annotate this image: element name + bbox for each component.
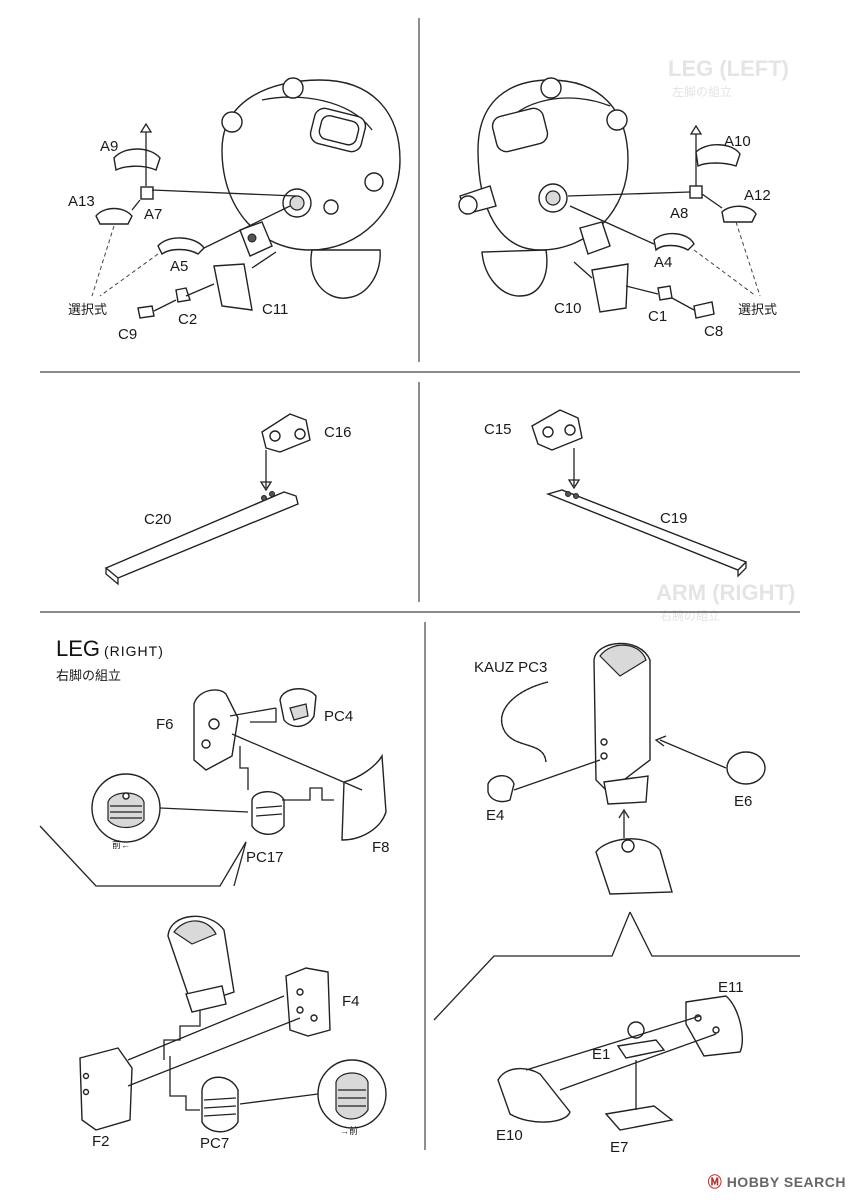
panel-grid: [40, 18, 800, 1150]
part-e6: [726, 751, 766, 785]
watermark: Ⓜ HOBBY SEARCH: [708, 1172, 846, 1192]
label-e10: E10: [496, 1127, 523, 1144]
part-f4: [285, 967, 331, 1037]
panel-head-left: A9 A13 A7 A5 C11 C2 C9 選択式: [68, 77, 401, 343]
part-c1: [657, 285, 673, 301]
label-e6: E6: [734, 793, 752, 810]
ghost-leg-left-sub: 左脚の組立: [672, 84, 732, 99]
part-f6: [193, 689, 239, 771]
label-pc4: PC4: [324, 708, 353, 725]
ghost-arm-right: ARM (RIGHT): [656, 580, 795, 605]
label-f4: F4: [342, 993, 360, 1010]
label-a8: A8: [670, 205, 688, 222]
part-pc7: [201, 1076, 239, 1133]
label-a10: A10: [724, 133, 751, 150]
label-pc17: PC17: [246, 849, 284, 866]
panel-arm-assembly: KAUZ PC3 E4 E6 E11 E1 E10 E7: [433, 642, 800, 1156]
label-c1: C1: [648, 308, 667, 325]
part-e7: [604, 1105, 674, 1131]
ghost-arm-right-sub: 右腕の組立: [660, 608, 720, 623]
label-c10: C10: [554, 300, 582, 317]
part-c16: [261, 413, 311, 453]
label-c9: C9: [118, 326, 137, 343]
label-e4: E4: [486, 807, 504, 824]
label-a13: A13: [68, 193, 95, 210]
part-c11: [213, 263, 253, 311]
label-a9: A9: [100, 138, 118, 155]
part-a7: [140, 186, 154, 200]
label-front-right: →前: [340, 1125, 358, 1136]
part-a12: [721, 205, 757, 223]
label-c8: C8: [704, 323, 723, 340]
part-e1: [616, 1039, 666, 1059]
section-subtitle: 右脚の組立: [56, 668, 121, 684]
label-c16: C16: [324, 424, 352, 441]
panel-stand-right: C15 C19: [484, 409, 748, 578]
label-c11: C11: [262, 301, 288, 318]
label-f2: F2: [92, 1133, 110, 1150]
label-c15: C15: [484, 421, 512, 438]
label-optional-left: 選択式: [68, 303, 107, 318]
label-f6: F6: [156, 716, 174, 733]
part-e11: [685, 995, 743, 1057]
label-optional-right: 選択式: [738, 303, 777, 318]
label-c2: C2: [178, 311, 197, 328]
part-a10: [695, 144, 741, 168]
watermark-logo-icon: Ⓜ: [707, 1174, 723, 1190]
label-a12: A12: [744, 187, 771, 204]
label-a7: A7: [144, 206, 162, 223]
label-pc7: PC7: [200, 1135, 229, 1152]
part-e10: [497, 1067, 571, 1123]
label-c19: C19: [660, 510, 688, 527]
label-a4: A4: [654, 254, 672, 271]
section-title-sub: (RIGHT): [104, 643, 164, 659]
part-c19: [545, 489, 748, 571]
part-c2: [175, 287, 191, 303]
label-front-left: 前←: [112, 839, 130, 850]
label-c20: C20: [144, 511, 172, 528]
label-e7: E7: [610, 1139, 628, 1156]
panel-leg-right: LEG (RIGHT) 右脚の組立 前←: [39, 636, 390, 1152]
ghost-leg-left: LEG (LEFT): [668, 56, 789, 81]
part-a8: [689, 185, 703, 199]
part-a5: [157, 237, 205, 256]
panel-head-right: A10 A12 A8 A4 C10 C1 C8 選択式: [458, 77, 777, 340]
label-kauz-pc3: KAUZ PC3: [474, 659, 547, 676]
part-f2: [79, 1047, 133, 1131]
watermark-text: HOBBY SEARCH: [726, 1174, 846, 1190]
part-pc17: [251, 791, 285, 835]
part-c9: [137, 305, 155, 319]
section-title: LEG: [56, 636, 100, 661]
label-f8: F8: [372, 839, 390, 856]
part-a4: [653, 233, 695, 252]
part-e4: [487, 775, 515, 803]
label-e1: E1: [592, 1046, 610, 1063]
panel-stand-left: C16 C20: [104, 413, 352, 586]
label-e11: E11: [718, 979, 744, 996]
part-f8: [341, 753, 387, 841]
part-c15: [531, 409, 583, 451]
part-c10: [591, 263, 629, 313]
part-a13: [95, 207, 133, 225]
part-a9: [113, 148, 161, 172]
part-c20: [104, 491, 299, 579]
part-c8: [693, 301, 715, 319]
label-a5: A5: [170, 258, 188, 275]
